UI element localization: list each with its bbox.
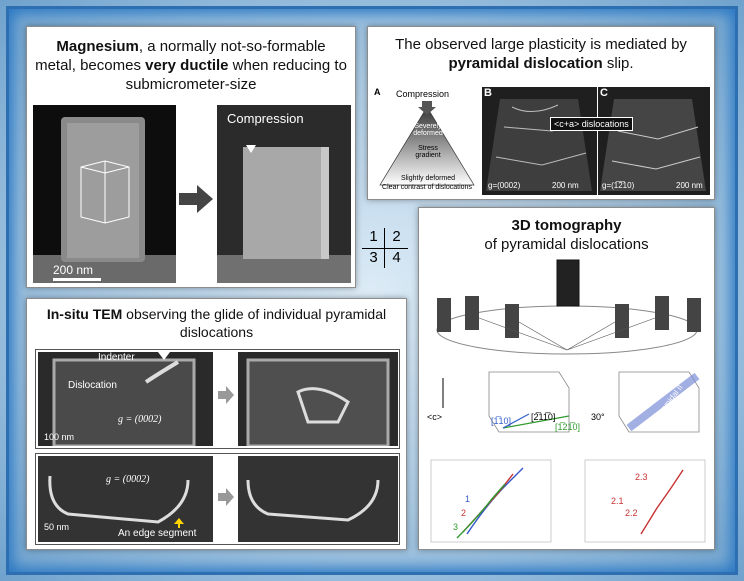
scale-c: 200 nm [676,181,703,190]
title3-bold: In-situ TEM [46,306,123,322]
segment-2-2: 2.2 [625,508,638,518]
panel-3d-tomography: 3D tomography of pyramidal dislocations <… [418,207,715,550]
pillar-before-drawing [33,117,176,283]
tem-c-drawing [600,99,706,191]
pillar-after-drawing [217,145,351,283]
stress-gradient: Stress gradient [415,145,441,159]
quadrant-1: 1 [369,228,378,245]
schematic-compression: Compression [396,89,450,99]
label-c: C [600,87,608,99]
tem-bottom-right-drawing [246,479,380,522]
tem-top-row: Indenter Dislocation g = (0002) 100 nm [35,349,400,449]
g-vector-b: g=(0002) [488,181,521,190]
clear-contrast: Clear contrast of dislocations [382,184,472,191]
arrow-right-icon [218,488,234,506]
title-text-2: when reducing to submicrometer-size [125,57,347,93]
title2-text-2: slip. [602,55,634,72]
g-vector-bottom: g = (0002) [106,474,150,485]
segment-2-1: 2.1 [611,496,624,506]
panel1-title: Magnesium, a normally not-so-formable me… [27,37,355,94]
panel3-title: In-situ TEM observing the glide of indiv… [27,305,406,341]
direction-1: [1̅10] [491,416,512,426]
rotation-angle: 30° [591,412,605,422]
pillar-after-image: Compression [217,105,351,283]
arrow-right-icon [179,185,213,213]
arrow-right-icon [218,386,234,404]
quadrant-4: 4 [392,249,401,266]
segment-2-3: 2.3 [635,472,648,482]
tem-b-drawing [486,99,592,191]
title4-text: of pyramidal dislocations [484,236,649,253]
crystal-schematic [442,371,700,433]
compression-label: Compression [227,111,304,126]
title2-text-1: The observed large plasticity is mediate… [395,36,687,53]
line-1: 1 [465,494,471,504]
direction-2: [2̅11̅0] [531,412,556,422]
scale-bar [53,278,101,281]
title2-bold: pyramidal dislocation [448,55,603,72]
line-3: 3 [453,522,459,532]
indenter-label: Indenter [98,352,135,363]
panel2-title: The observed large plasticity is mediate… [368,35,714,73]
title3-text: observing the glide of individual pyrami… [122,306,387,340]
label-b: B [484,87,492,99]
pillar-before-image: 200 nm [33,105,176,283]
edge-segment-label: An edge segment [118,528,197,539]
panel-insitu-tem: In-situ TEM observing the glide of indiv… [26,298,407,550]
triangle-schematic [379,101,475,186]
tem-top-right-drawing [246,358,390,446]
quadrant-3: 3 [369,249,378,266]
title-bold-ductile: very ductile [145,57,229,74]
dislocation-reconstructions [430,459,706,543]
scale-top: 100 nm [44,432,75,442]
title-bold-magnesium: Magnesium [56,38,139,55]
direction-3: [1̅21̅0] [555,422,581,432]
title4-bold: 3D tomography [511,217,622,234]
dislocation-label: Dislocation [68,380,117,391]
label-a: A [374,87,381,97]
severely-deformed: Severely deformed [413,123,443,137]
panel-magnesium: Magnesium, a normally not-so-formable me… [26,26,356,288]
scale-b: 200 nm [552,181,579,190]
tem-bottom-right [238,456,398,542]
panel-plasticity: The observed large plasticity is mediate… [367,26,715,200]
arrow-up-icon [174,518,184,528]
tem-top-left-drawing [52,352,196,446]
scale-bar-label: 200 nm [53,263,94,277]
quadrant-legend: 1 2 3 4 [362,228,408,268]
c-axis-label: <c> [427,412,443,422]
title-text-1: , a normally not-so-formable metal, beco… [35,38,326,74]
quadrant-hline [362,248,408,249]
tomography-carousel [436,259,701,355]
tem-top-right [238,352,398,446]
tem-bottom-left-drawing [48,475,190,524]
tem-bottom-row: g = (0002) 50 nm An edge segment [35,453,400,545]
ca-dislocations-label: <c+a> dislocations [550,117,633,131]
outer-frame [6,6,738,575]
schematic-a: A Compression Severely deformed Stress g… [374,87,480,197]
g-vector-c: g=(1̅2̅10) [602,181,635,190]
quadrant-2: 2 [392,228,401,245]
tem-top-left: Indenter Dislocation g = (0002) 100 nm [38,352,213,446]
scale-bottom: 50 nm [44,522,70,532]
line-2: 2 [461,508,467,518]
g-vector-top: g = (0002) [118,414,162,425]
tem-bottom-left: g = (0002) 50 nm An edge segment [38,456,213,542]
tem-image-c: C g=(1̅2̅10) 200 nm [598,87,710,195]
slightly-deformed: Slightly deformed [400,175,456,182]
tem-image-b: B g=(0002) 200 nm [482,87,597,195]
panel4-title: 3D tomography of pyramidal dislocations [419,216,714,254]
